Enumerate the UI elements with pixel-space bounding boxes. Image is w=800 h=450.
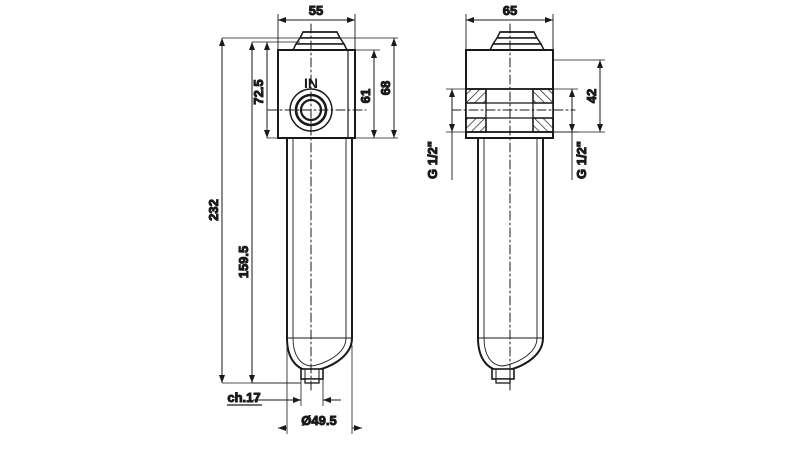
front-port-label: IN [304,75,318,91]
dim-width-55 [277,14,356,50]
dim-plug-ch17 [227,379,341,406]
dim-label-ch17: ch.17 [227,390,260,405]
dim-label-55: 55 [309,3,323,18]
side-centerlines [451,23,576,393]
dim-diameter-49-5 [278,345,362,434]
dim-label-thread-right: G 1/2" [574,141,589,179]
side-top-cap [488,31,546,51]
dim-label-thread-left: G 1/2" [425,141,440,179]
dim-height-159 [249,41,301,384]
front-top-cap [291,31,349,51]
dim-thread-right [553,88,578,180]
dim-label-61: 61 [358,89,373,103]
dim-thread-left [446,88,466,180]
dim-label-232: 232 [206,199,221,221]
front-drain-plug [300,368,324,384]
dim-label-42: 42 [584,89,599,103]
dim-width-65 [465,14,554,50]
front-dimensions: 55 232 159.5 72.5 61 [206,3,398,434]
front-head-block [277,49,356,139]
side-body-tube [477,137,544,339]
side-view [451,23,576,393]
dim-label-65: 65 [503,3,517,18]
dim-height-72-5 [264,42,287,139]
dim-label-72-5: 72.5 [251,79,266,104]
dim-height-68 [340,37,398,138]
dim-label-159-5: 159.5 [236,246,251,279]
dim-label-diameter: Ø49.5 [301,413,336,428]
dim-label-68: 68 [378,81,393,95]
side-dimensions: 65 42 G 1/2" G 1/2" [425,3,605,180]
front-centerlines [267,23,367,393]
front-body-tube [286,137,353,339]
dim-height-61 [355,49,398,139]
